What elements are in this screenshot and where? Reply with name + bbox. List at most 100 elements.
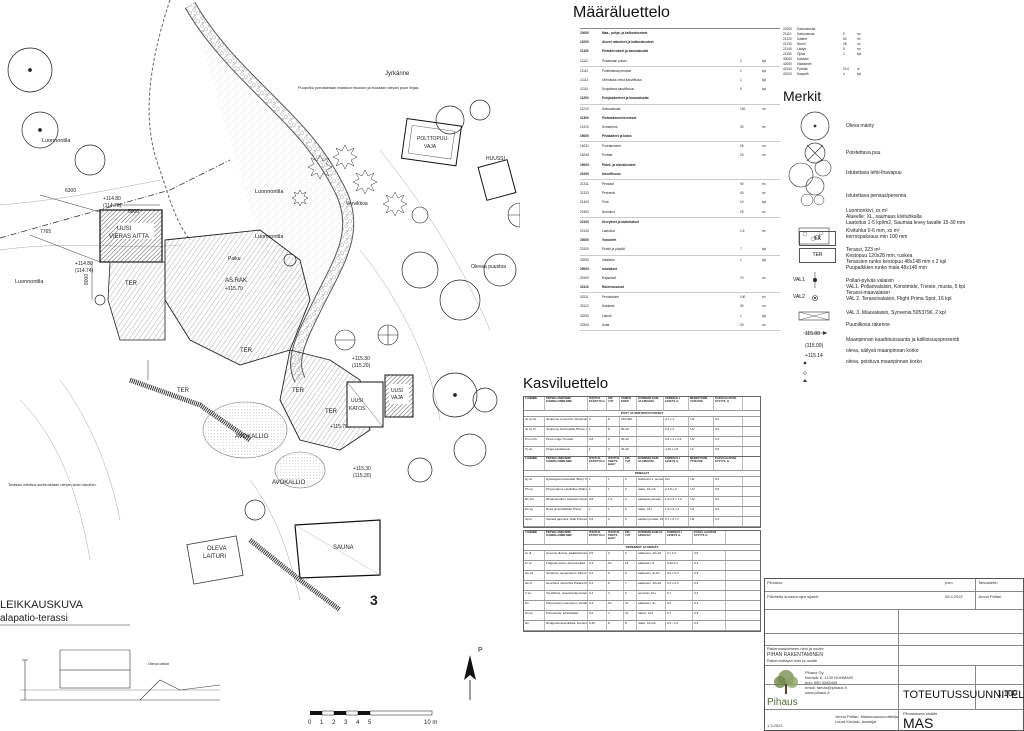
text-label: 21400 — [580, 200, 589, 205]
text-label: 26.4.2022 — [945, 594, 963, 599]
text-label: 40000 — [783, 57, 792, 61]
legend-item: Kestopuu 120x28 mm, ruskea — [846, 253, 913, 259]
text-label: I-III — [689, 507, 714, 516]
text-label: ponnisto, 10+ — [637, 591, 666, 600]
text-label: Physocarpus opulifolius 'Diabolo' — [545, 487, 588, 496]
text-label: 0,6 — [714, 487, 743, 496]
site-plan: Jyrkänne Luonnontila Luonnontila Luonnon… — [0, 0, 520, 726]
text-label: sakkanen, 9+10 — [637, 571, 666, 580]
text-label: 16000 — [580, 134, 589, 139]
text-label: m² — [762, 304, 766, 309]
plan-label: 3 — [370, 592, 378, 608]
text-label: sakkanen, 9+ — [637, 601, 666, 610]
text-label — [762, 29, 780, 38]
section-title: LEIKKAUSKUVA — [0, 599, 84, 611]
text-label: m² — [857, 37, 861, 41]
plan-label: AVOKALLIO — [272, 480, 306, 486]
legend-title: Merkit — [783, 88, 822, 104]
text-label: 4 — [843, 72, 845, 76]
text-label: 0,6 — [714, 447, 743, 456]
text-label: 2 — [588, 417, 607, 426]
text-label: sadastus-pensas, +2 — [637, 497, 664, 506]
text-label: I-IV — [689, 427, 714, 436]
text-label: Po — [524, 601, 545, 610]
text-label: 2 x 1,5 — [666, 551, 693, 560]
text-label: 1 — [588, 487, 607, 496]
legend-item: Terassien runko kestopuu 48x148 mm x 2 k… — [846, 259, 947, 265]
text-label: kpl — [857, 72, 862, 76]
text-label: Kasvualustat — [797, 27, 816, 31]
text-label: Ro sa — [524, 507, 545, 516]
legend-item: VAL 3. Maavalaisin, Synvenia 5053796, 2 … — [846, 310, 946, 316]
text-label: sakkanen, 10+10 — [637, 581, 666, 590]
shoreline-fence — [129, 377, 252, 443]
text-label: Istutukset — [602, 266, 618, 271]
text-label: Laura Kuhlaki, Assistjia — [835, 719, 877, 724]
text-label: I-IV — [689, 487, 714, 496]
plan-label: Luonnontila — [255, 189, 284, 195]
text-label: 30 — [740, 304, 744, 309]
text-label: 11200 — [580, 96, 589, 101]
text-label: 0,3 x 0,4 — [666, 571, 693, 580]
text-label: 30-40 — [620, 427, 637, 436]
text-label: 23200 — [580, 257, 589, 262]
text-label: 4-10 x 2,5 — [664, 447, 689, 456]
text-label: 15 — [624, 561, 637, 570]
huussi — [477, 159, 517, 201]
text-label: Poistettavat perustat — [602, 68, 632, 73]
avokallio — [202, 401, 288, 459]
text-label: 21000 — [580, 171, 589, 176]
plan-label: Luonnontila — [255, 234, 284, 240]
logo-tree-icon — [774, 670, 798, 694]
text-label: PUUT JA SIIRTOISTUTUKSET — [620, 411, 664, 415]
legend-item: Puunilkosa rakenne — [846, 322, 890, 328]
text-label: KASVUALUSTAN SYVYYS, m — [714, 457, 743, 470]
text-label: Puut — [602, 200, 609, 205]
text-label: 3 — [624, 517, 637, 526]
text-label: kpl — [762, 58, 767, 63]
text-label — [740, 29, 762, 38]
text-label: m — [857, 67, 860, 71]
legend-item: Pollari-pylväs valaisin — [846, 278, 894, 284]
text-label: 0,3 — [693, 571, 726, 580]
plan-label: KATOS — [349, 406, 366, 412]
text-label: Rajaukset — [602, 275, 617, 280]
legend-symbols — [788, 111, 832, 382]
text-label: 1,5 — [607, 497, 624, 506]
plan-label: 7765 — [40, 229, 51, 235]
text-label: Ar di — [524, 551, 545, 560]
section-subtitle: alapatio-terassi — [0, 613, 68, 624]
text-label: 21500 — [580, 209, 589, 214]
text-label: Penkit ja pöydät — [602, 247, 625, 252]
tree-symbols — [7, 47, 517, 521]
text-label: 0,3 — [588, 561, 607, 570]
text-label: LK — [815, 236, 822, 242]
text-label: Rakennusosat — [602, 285, 624, 290]
text-label: 0,4 — [588, 591, 607, 600]
text-label: 115.00 — [805, 331, 820, 337]
text-label: VAL1 — [793, 277, 805, 283]
text-label: Pintamaan poisto — [602, 58, 627, 63]
text-label: 1,2-1,5 x 1,2 — [664, 497, 689, 506]
text-label: Pintarakennekerrokset — [602, 115, 637, 120]
plan-label: POLTTOPUU- — [417, 136, 449, 142]
text-label: Valaisimet — [797, 62, 812, 66]
text-label: 6 — [607, 581, 624, 590]
text-label: Pylväät — [797, 67, 808, 71]
text-label: Rhododendron 'Helsinki University' — [545, 497, 588, 506]
text-label: 150-300 — [620, 417, 637, 426]
legend-item: Terassi-maavalaisin — [846, 290, 890, 296]
text-label — [762, 265, 780, 274]
text-label: 0,4 — [693, 591, 726, 600]
